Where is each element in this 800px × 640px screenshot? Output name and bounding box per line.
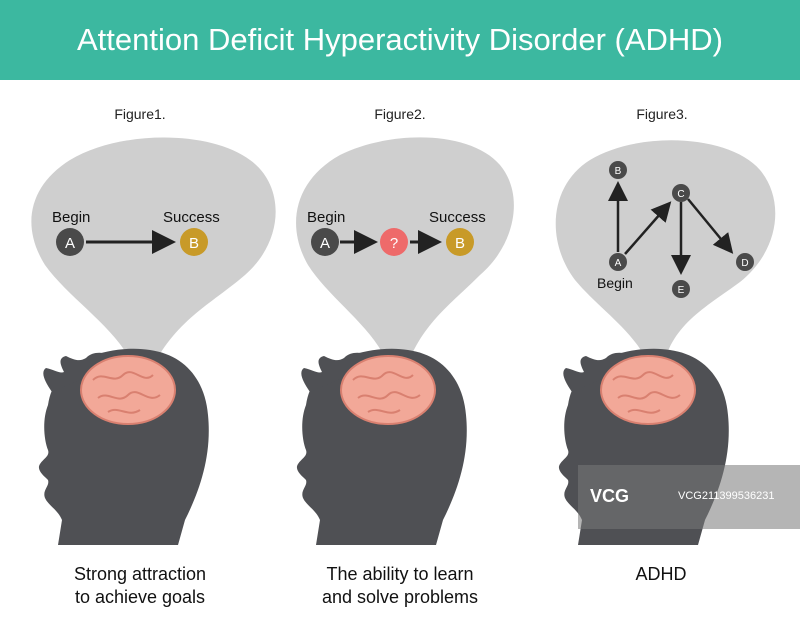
figure3-node-b-label: B [615,166,622,177]
figure3-arrow-c-to-d [687,198,734,254]
figure2-brain [340,355,436,425]
figure1-label: Figure1. [114,106,166,122]
figure2-thought-bubble [296,137,514,372]
watermark-id: VCG211399536231 [678,490,775,502]
figure3-node-a-label: A [615,258,622,269]
figure2-node-a-label: A [320,235,330,252]
figure2-brain-folds [352,371,421,414]
figure2-label: Figure2. [374,106,426,122]
figure3-caption-line1: ADHD [635,564,687,584]
figure3-node-d-label: D [741,258,748,269]
figure1-caption-line2: to achieve goals [74,587,206,607]
figure3-node-e-label: E [678,285,685,296]
figure1-thought-bubble [31,137,276,372]
figure1-node-a-label: A [65,235,75,252]
figure3-caption: ADHD [541,563,781,586]
figure2-begin-label: Begin [307,209,345,226]
figure3-brain-folds [612,371,681,414]
figure1-node-a [56,228,84,256]
figure1-node-b [180,228,208,256]
title-banner-bg [0,0,800,80]
figure2-caption-line1: The ability to learn [326,564,474,584]
watermark-logo: VCG [590,486,630,506]
figure2-node-b-label: B [455,235,465,252]
figure3: B C A D E Begin [555,140,776,545]
figure3-node-d [736,253,754,271]
figure1-begin-label: Begin [52,209,90,226]
figure1-node-b-label: B [189,235,199,252]
figure2-node-a [311,228,339,256]
figure3-node-b [609,161,627,179]
figure2-node-b [446,228,474,256]
figure2-success-label: Success [429,209,486,226]
figure2-node-question-label: ? [390,235,398,252]
watermark-band [578,465,800,529]
figure1: Begin Success A B [31,137,276,545]
figure1-caption: Strong attraction to achieve goals [20,563,260,609]
figure3-arrow-a-to-c [624,201,672,255]
figure1-caption-line1: Strong attraction [73,564,207,584]
figure3-node-e [672,280,690,298]
figure2-node-question [380,228,408,256]
figure1-brain [80,355,176,425]
figure3-node-a [609,253,627,271]
figure3-node-c [672,184,690,202]
figure3-begin-label: Begin [597,275,633,291]
figure2-caption-line2: and solve problems [321,587,479,607]
figure3-label: Figure3. [636,106,688,122]
title-banner: Attention Deficit Hyperactivity Disorder… [0,0,800,80]
figure3-node-c-label: C [677,189,684,200]
page-title: Attention Deficit Hyperactivity Disorder… [76,22,723,57]
figure1-success-label: Success [163,209,220,226]
figure2-caption: The ability to learn and solve problems [280,563,520,609]
figure2: Begin Success A ? B [296,137,514,545]
figure3-brain [600,355,696,425]
figure1-brain-folds [92,371,161,414]
